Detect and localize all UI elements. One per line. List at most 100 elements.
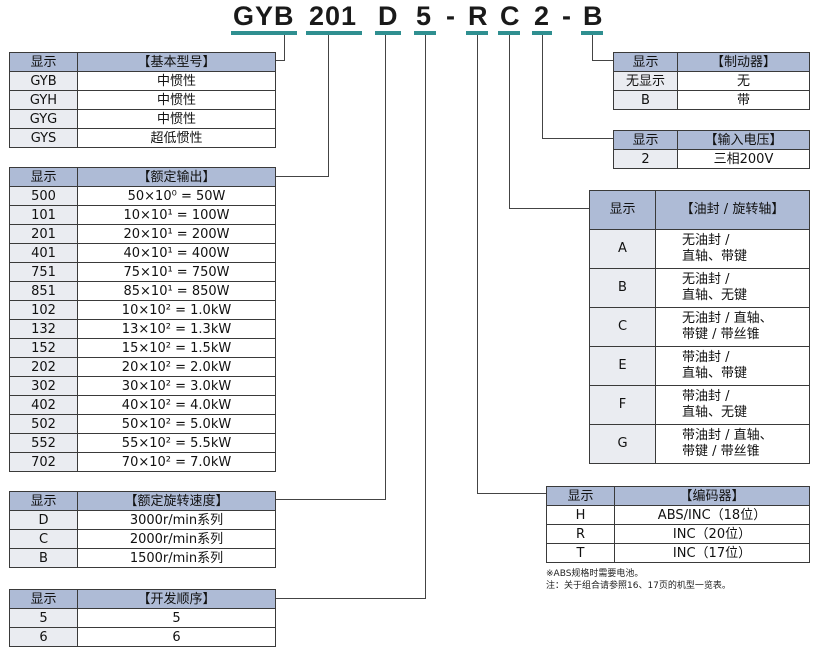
row-key: 2 [613,149,678,169]
row-value: INC（17位） [614,543,810,563]
table-header: 显示 【额定旋转速度】 [9,491,276,511]
row-value: 10×10¹ = 100W [77,205,276,225]
header-oil-seal-shaft: 【油封 / 旋转轴】 [655,190,810,230]
connector-seq-h [275,598,426,599]
row-value: 中惯性 [77,109,276,129]
header-display: 显示 [589,190,656,230]
row-key: 201 [9,224,78,244]
row-key: 无显示 [613,71,678,91]
row-value: 中惯性 [77,71,276,91]
row-value: 三相200V [677,149,810,169]
row-key: H [546,505,615,525]
row-value: 50×10⁰ = 50W [77,186,276,206]
connector-base-h [275,60,285,61]
table-header: 显示 【制动器】 [613,52,810,72]
row-key: GYG [9,109,78,129]
row-key: T [546,543,615,563]
header-display: 显示 [9,52,78,72]
header-brake: 【制动器】 [677,52,810,72]
header-encoder: 【编码器】 [614,486,810,506]
code-power: 201 [309,1,358,31]
underline-seq [414,31,436,35]
row-value: 6 [77,627,276,647]
code-speed: D [378,1,399,31]
row-value: 带油封 /直轴、带键 [655,346,810,386]
row-key: 702 [9,452,78,472]
row-key: 6 [9,627,78,647]
code-base: GYB [233,1,295,31]
code-shaft: C [500,1,521,31]
table-header: 显示 【额定输出】 [9,167,276,187]
row-key: 502 [9,414,78,434]
connector-power-h [275,176,329,177]
connector-voltage [542,35,543,139]
connector-encoder [477,35,478,494]
connector-shaft-h [509,208,589,209]
underline-power [306,31,362,35]
header-display: 显示 [9,167,78,187]
row-value: 85×10¹ = 850W [77,281,276,301]
row-key: B [613,90,678,110]
row-value-line-2: 直轴、带键 [682,249,748,264]
row-value-line-1: 无油封 / [682,272,730,287]
row-key: 401 [9,243,78,263]
table-row: C 无油封 / 直轴、带键 / 带丝锥 [589,307,810,347]
underline-encoder [466,31,488,35]
code-dash-2: - [562,1,572,31]
row-value: 15×10² = 1.5kW [77,338,276,358]
row-value: 30×10² = 3.0kW [77,376,276,396]
row-value-line-1: 带油封 / [682,350,730,365]
row-key: 302 [9,376,78,396]
row-key: 500 [9,186,78,206]
header-display: 显示 [613,130,678,150]
code-voltage: 2 [534,1,551,31]
underline-speed [375,31,401,35]
connector-brake-h [592,60,614,61]
row-value: 70×10² = 7.0kW [77,452,276,472]
table-header: 显示 【输入电压】 [613,130,810,150]
row-key: G [589,424,656,464]
row-key: 202 [9,357,78,377]
row-key: C [9,529,78,549]
row-value-line-1: 无油封 / 直轴、 [682,311,773,326]
row-value-line-1: 带油封 / 直轴、 [682,428,773,443]
row-value-line-2: 带键 / 带丝锥 [682,327,760,342]
row-value: 20×10² = 2.0kW [77,357,276,377]
connector-speed-h [275,499,386,500]
row-key: GYH [9,90,78,110]
row-value: 50×10² = 5.0kW [77,414,276,434]
row-key: C [589,307,656,347]
row-key: 751 [9,262,78,282]
row-value: 75×10¹ = 750W [77,262,276,282]
row-value: 带油封 / 直轴、带键 / 带丝锥 [655,424,810,464]
underline-base [231,31,297,35]
table-header: 显示 【油封 / 旋转轴】 [589,190,810,230]
connector-base [284,35,285,61]
row-key: B [9,548,78,568]
connector-voltage-h [542,138,614,139]
row-value: 5 [77,608,276,628]
row-value: 3000r/min系列 [77,510,276,530]
